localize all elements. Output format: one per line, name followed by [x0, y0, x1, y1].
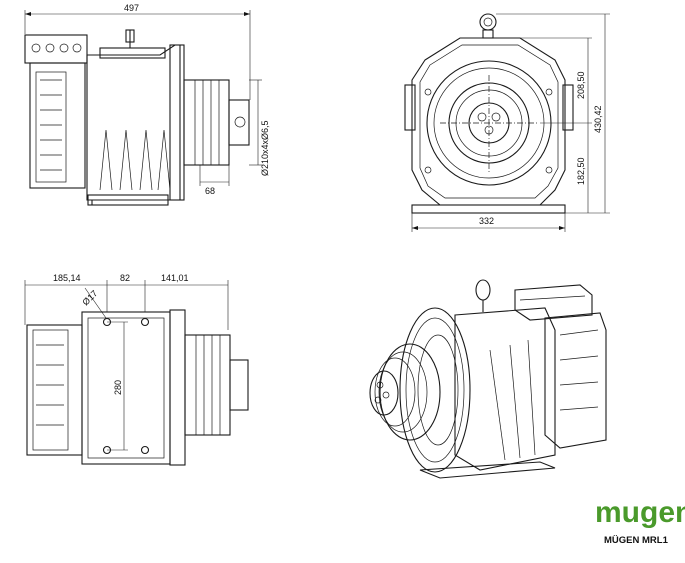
- dim-height-bottom: 182,50: [576, 157, 586, 185]
- base-view: 185,14 82 141,01 Ø17 280: [24, 273, 249, 466]
- brand-logo: mugen: [595, 496, 685, 529]
- dim-brake-diameter: Ø210x4xØ6,5: [260, 120, 270, 176]
- dim-overall-width: 497: [124, 3, 139, 13]
- isometric-view: [369, 279, 607, 479]
- front-view: 332 208,50 430,42 182,50: [404, 13, 610, 232]
- model-label: MÜGEN MRL1: [604, 535, 669, 546]
- dim-height-total: 430,42: [593, 105, 603, 133]
- dim-right-offset: 141,01: [161, 273, 189, 283]
- dim-left-offset: 185,14: [53, 273, 81, 283]
- dim-hole-spacing: 82: [120, 273, 130, 283]
- dim-hole-vertical: 280: [113, 380, 123, 395]
- dim-height-top: 208,50: [576, 71, 586, 99]
- dim-base-width: 332: [479, 216, 494, 226]
- side-view-top: 497 Ø210x4xØ6,5 68: [24, 3, 270, 206]
- dim-brake-depth: 68: [205, 186, 215, 196]
- brand-block: mugen MÜGEN MRL1: [595, 496, 685, 546]
